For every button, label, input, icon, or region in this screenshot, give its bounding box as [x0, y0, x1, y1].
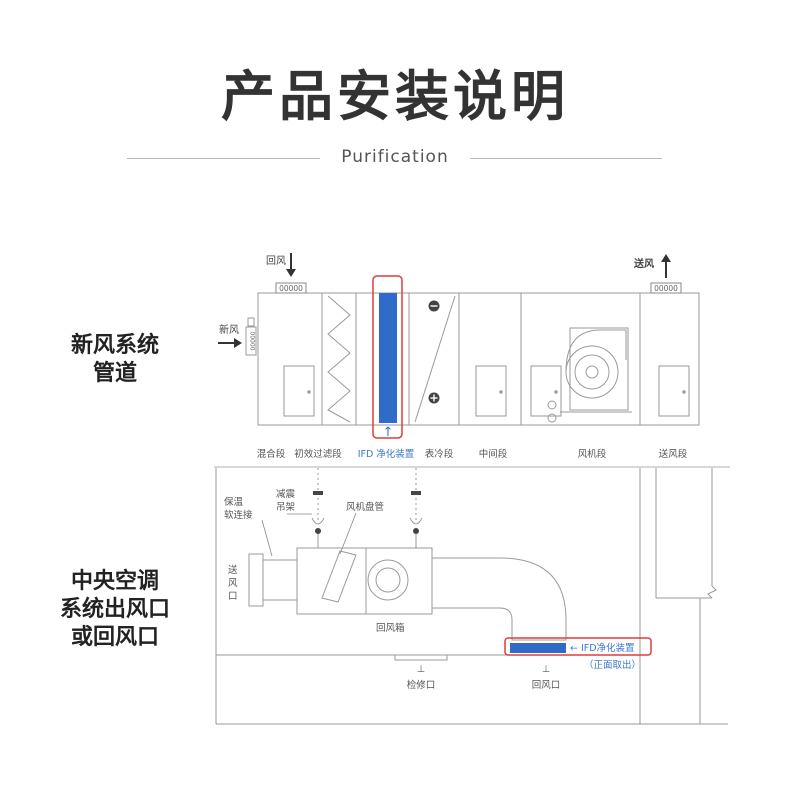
ahu-casing: [257, 292, 700, 426]
insulation-label-line1: 保温: [224, 496, 244, 508]
airflow-arrows: [218, 253, 671, 348]
hanger-label-line1: 减震: [276, 488, 296, 500]
outlet-label-line2: 风: [228, 578, 238, 589]
ifd-bottom-label: ← IFD净化装置: [570, 642, 635, 654]
return-port-mark: ⊥: [542, 664, 550, 675]
return-box-label: 回风箱: [376, 622, 405, 634]
service-port: [394, 654, 448, 661]
outlet-label-line3: 口: [228, 591, 238, 602]
ifd-device-top: [379, 293, 397, 423]
door-fan: [530, 365, 562, 417]
section-label-cooling: 表冷段: [425, 448, 454, 460]
fresh-air-system-label: 新风系统 管道: [50, 332, 180, 388]
section-label-middle: 中间段: [479, 448, 508, 460]
leader-insulation: [261, 519, 273, 557]
section-label-primary-filter: 初效过滤段: [294, 448, 342, 460]
fan-frame: [569, 327, 629, 411]
return-air-label: 回风: [266, 255, 286, 267]
section-labels: 混合段 初效过滤段 IFD 净化装置 表冷段 中间段 风机段 送风段: [257, 448, 688, 460]
ifd-bottom-note: （正面取出）: [584, 659, 641, 671]
page-subtitle: Purification: [341, 147, 449, 167]
fan-coil-unit: [296, 547, 433, 615]
central-ac-label: 中央空调 系统出风口 或回风口: [40, 568, 190, 652]
supply-air-damper: 00000: [650, 282, 682, 294]
svg-text:00000: 00000: [654, 284, 678, 293]
svg-text:00000: 00000: [279, 284, 303, 293]
coil-element: [321, 550, 357, 603]
section-label-fan: 风机段: [578, 448, 607, 460]
supply-air-label: 送风: [633, 257, 654, 270]
fresh-air-damper: [245, 326, 257, 356]
section-label-supply: 送风段: [659, 448, 688, 460]
central-label-line1: 中央空调: [70, 569, 159, 594]
insulation-label-line2: 软连接: [224, 509, 253, 521]
outlet-label-line1: 送: [228, 564, 238, 576]
supply-outlet-flange: [248, 553, 264, 607]
coil-symbols: [428, 300, 440, 404]
leader-coil: [339, 512, 357, 555]
ifd-highlight-top: [372, 275, 403, 439]
section-label-ifd: IFD 净化装置: [358, 448, 415, 460]
door-supply: [658, 365, 690, 417]
return-duct: [432, 557, 567, 641]
page-title: 产品安装说明: [221, 65, 569, 128]
ifd-up-arrow: ↑: [383, 425, 394, 440]
hanger-label-line2: 吊架: [276, 502, 296, 513]
subtitle-left-rule: [127, 158, 320, 159]
subtitle-row: Purification: [0, 146, 790, 172]
fan-wheel-icon: [565, 345, 619, 399]
central-label-line3: 或回风口: [70, 625, 159, 650]
return-port-label: 回风口: [532, 680, 561, 691]
insulated-flex-connector: [262, 559, 298, 601]
cooling-coil-diagonal: [414, 295, 456, 423]
return-air-damper: 00000: [275, 282, 307, 294]
door-middle: [475, 365, 507, 417]
ifd-highlight-bottom: [504, 637, 652, 656]
ahu-diagram: [245, 292, 700, 426]
fresh-air-label: 新风: [219, 323, 239, 336]
section-label-mixing: 混合段: [257, 448, 286, 460]
coil-fan-icon: [367, 559, 409, 601]
central-label-line2: 系统出风口: [59, 597, 170, 622]
service-port-mark: ⊥: [417, 664, 425, 675]
fresh-air-label-line1: 新风系统: [70, 333, 159, 358]
primary-filter-icon: [327, 295, 351, 423]
service-port-label: 检修口: [407, 679, 436, 691]
ifd-device-bottom: [510, 643, 566, 653]
door-mixing: [283, 365, 315, 417]
coil-label: 风机盘管: [346, 501, 384, 513]
subtitle-right-rule: [470, 158, 662, 159]
svg-text:00000: 00000: [250, 331, 257, 350]
fresh-air-label-line2: 管道: [92, 361, 137, 386]
